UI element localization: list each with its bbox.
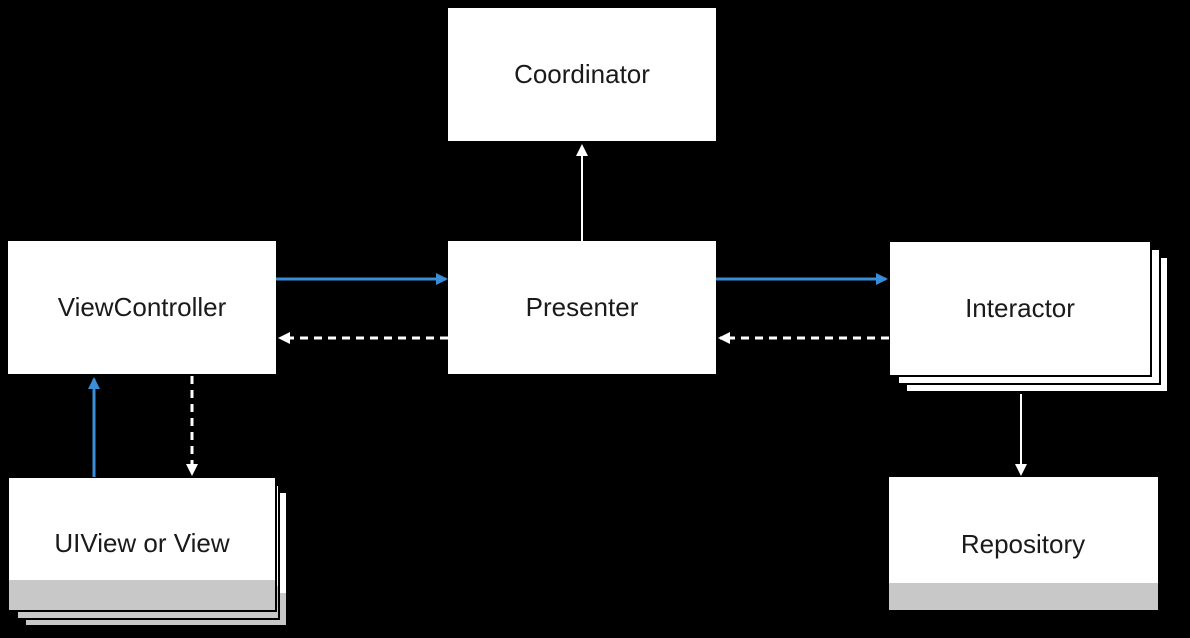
viewcontroller-node: ViewController — [8, 241, 276, 374]
presenter-label: Presenter — [526, 292, 639, 322]
uiview-label: UIView or View — [54, 528, 230, 558]
uiview-node: UIView or View — [7, 476, 288, 627]
interactor-label: Interactor — [965, 293, 1075, 323]
repository-label: Repository — [961, 529, 1085, 559]
repository-node: Repository — [889, 477, 1158, 610]
interactor-node: Interactor — [888, 240, 1169, 393]
viewcontroller-label: ViewController — [58, 292, 227, 322]
coordinator-node: Coordinator — [448, 8, 716, 141]
coordinator-label: Coordinator — [514, 59, 650, 89]
presenter-node: Presenter — [448, 241, 716, 374]
